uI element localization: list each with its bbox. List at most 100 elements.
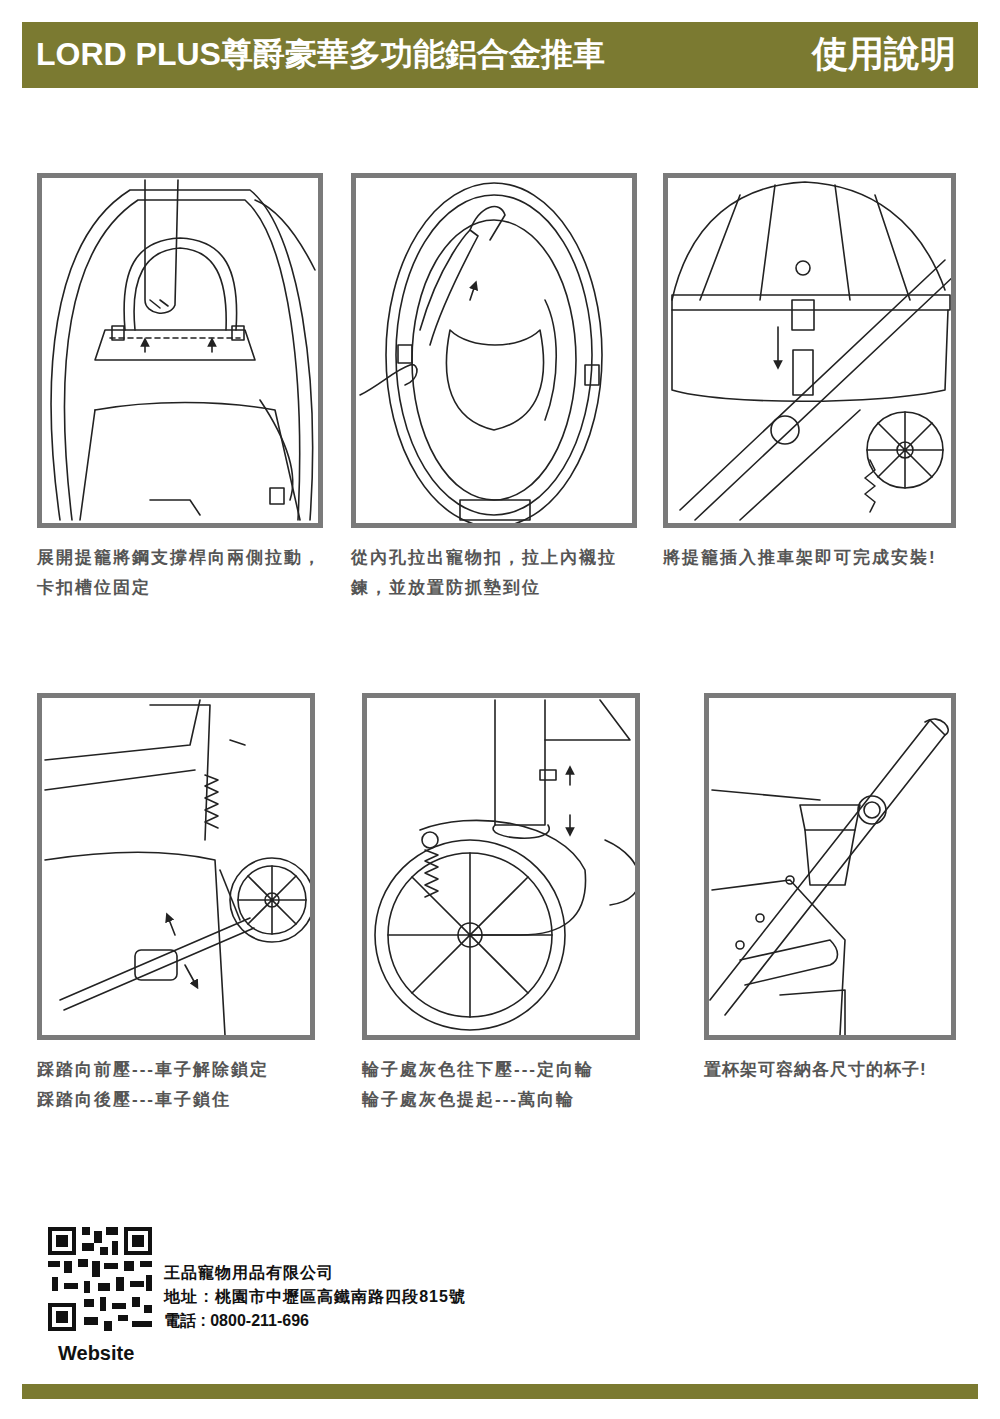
qr-code-part: [52, 1231, 72, 1251]
brake-pedal-illustration-part: [168, 917, 175, 935]
basket-unfold-illustration-part: [150, 300, 168, 308]
qr-code-part: [146, 1275, 152, 1291]
qr-code-part: [106, 1227, 118, 1235]
panel-caption-group: 將提籠插入推車架即可完成安裝!: [663, 543, 973, 573]
qr-code-part: [98, 1283, 110, 1291]
basket-zip-illustration-part: [360, 365, 417, 395]
qr-code-part: [84, 1299, 94, 1307]
brake-pedal-illustration: [45, 700, 310, 1035]
swivel-wheel-illustration-part: [569, 770, 571, 785]
basket-unfold-illustration-part: [144, 342, 146, 352]
basket-mount-illustration-part: [865, 460, 875, 512]
cup-holder-illustration-part: [780, 990, 845, 1035]
basket-unfold-illustration-part: [150, 500, 200, 515]
panel-caption-group: 輪子處灰色往下壓---定向輪輪子處灰色提起---萬向輪: [362, 1055, 652, 1115]
basket-zip-illustration-part: [386, 183, 602, 523]
basket-zip-illustration: [360, 183, 602, 523]
qr-code-part: [48, 1227, 152, 1331]
cup-holder-illustration-part: [736, 941, 744, 949]
cup-holder-illustration-part: [925, 719, 948, 735]
basket-mount-illustration: [672, 182, 951, 520]
qr-code-part: [78, 1259, 88, 1267]
qr-code-part: [116, 1277, 124, 1291]
company-name: 王品寵物用品有限公司: [164, 1262, 334, 1284]
illustration-panel: 踩踏向前壓---車子解除鎖定踩踏向後壓---車子鎖住: [37, 693, 315, 1040]
qr-code-part: [52, 1277, 58, 1291]
panel-caption-group: 置杯架可容納各尺寸的杯子!: [704, 1055, 994, 1085]
cup-holder-illustration-part: [858, 796, 886, 824]
swivel-wheel-illustration-part: [605, 840, 635, 905]
brake-pedal-illustration-part: [238, 866, 306, 934]
basket-mount-illustration-part: [771, 416, 799, 444]
qr-code-part: [82, 1243, 94, 1251]
panel-caption: 將提籠插入推車架即可完成安裝!: [663, 543, 973, 573]
basket-unfold-illustration-part: [51, 190, 312, 520]
brake-pedal-illustration-part: [45, 700, 200, 790]
basket-mount-illustration-part: [867, 412, 943, 488]
qr-code-part: [84, 1317, 98, 1325]
qr-code-part: [100, 1247, 108, 1255]
basket-zip-illustration-part: [420, 230, 478, 345]
qr-code-part: [132, 1321, 152, 1327]
basket-unfold-illustration-part: [80, 410, 95, 520]
qr-code-part: [104, 1263, 118, 1269]
brake-pedal-illustration-part: [205, 775, 218, 828]
basket-mount-illustration-part: [867, 412, 943, 488]
basket-zip-illustration-part: [470, 207, 505, 240]
panel-caption: 從內孔拉出寵物扣，拉上內襯拉鍊，並放置防抓墊到位: [351, 543, 641, 603]
qr-code-part: [130, 1281, 144, 1287]
basket-mount-illustration-part: [672, 182, 945, 300]
basket-unfold-illustration-part: [95, 403, 300, 521]
basket-zip-illustration-part: [398, 345, 412, 363]
basket-mount-illustration-part: [672, 295, 950, 310]
brake-pedal-illustration-part: [230, 740, 245, 745]
basket-zip-illustration-part: [585, 365, 599, 385]
company-phone: 電話 : 0800-211-696: [164, 1310, 309, 1332]
cup-holder-illustration-part: [800, 805, 860, 885]
brake-pedal-illustration-part: [150, 705, 210, 840]
basket-unfold-illustration-part: [232, 326, 244, 340]
basket-unfold-illustration-part: [255, 200, 315, 270]
cup-holder-illustration-part: [864, 802, 880, 818]
panel-caption: 踩踏向前壓---車子解除鎖定: [37, 1055, 327, 1085]
basket-unfold-illustration-part: [110, 337, 240, 339]
qr-code-part: [132, 1235, 144, 1247]
qr-code-part: [56, 1311, 68, 1323]
brake-pedal-illustration-part: [135, 950, 177, 980]
cup-holder-illustration-part: [756, 914, 764, 922]
brake-pedal-illustration-part: [238, 866, 306, 934]
basket-zip-illustration-part: [460, 500, 530, 520]
basket-unfold-illustration-part: [270, 488, 284, 504]
basket-mount-illustration-part: [796, 261, 810, 275]
swivel-wheel-illustration-part: [569, 815, 571, 832]
brake-pedal-illustration-part: [230, 858, 310, 942]
qr-code-part: [124, 1227, 152, 1255]
qr-code-part: [140, 1261, 152, 1267]
basket-mount-illustration-part: [792, 300, 814, 330]
qr-code-part: [144, 1305, 152, 1313]
cup-holder-illustration: [710, 719, 948, 1035]
qr-code: [48, 1227, 152, 1331]
basket-zip-illustration-part: [446, 330, 543, 430]
illustration-panel: 輪子處灰色往下壓---定向輪輪子處灰色提起---萬向輪: [362, 693, 640, 1040]
brake-pedal-illustration-part: [45, 853, 225, 1036]
panel-caption: 置杯架可容納各尺寸的杯子!: [704, 1055, 994, 1085]
panel-caption-group: 從內孔拉出寵物扣，拉上內襯拉鍊，並放置防抓墊到位: [351, 543, 641, 603]
swivel-wheel-illustration-part: [422, 832, 438, 848]
illustration-panel: 置杯架可容納各尺寸的杯子!: [704, 693, 956, 1040]
basket-mount-illustration-part: [740, 410, 860, 520]
panel-caption: 踩踏向後壓---車子鎖住: [37, 1085, 327, 1115]
basket-zip-illustration-part: [396, 195, 592, 515]
cup-holder-illustration-part: [712, 880, 845, 1035]
qr-code-part: [92, 1261, 100, 1277]
basket-unfold-illustration-part: [260, 400, 293, 500]
basket-unfold-illustration-part: [145, 180, 178, 313]
company-address: 地址 : 桃園市中壢區高鐵南路四段815號: [164, 1286, 466, 1308]
panel-caption: 輪子處灰色提起---萬向輪: [362, 1085, 652, 1115]
qr-code-part: [48, 1227, 76, 1255]
illustration-panel: 展開提籠將鋼支撐桿向兩側拉動，卡扣槽位固定: [37, 173, 323, 528]
basket-unfold-illustration-part: [134, 248, 226, 330]
basket-unfold-illustration-part: [112, 326, 124, 340]
illustration-panel: 從內孔拉出寵物扣，拉上內襯拉鍊，並放置防抓墊到位: [351, 173, 637, 528]
